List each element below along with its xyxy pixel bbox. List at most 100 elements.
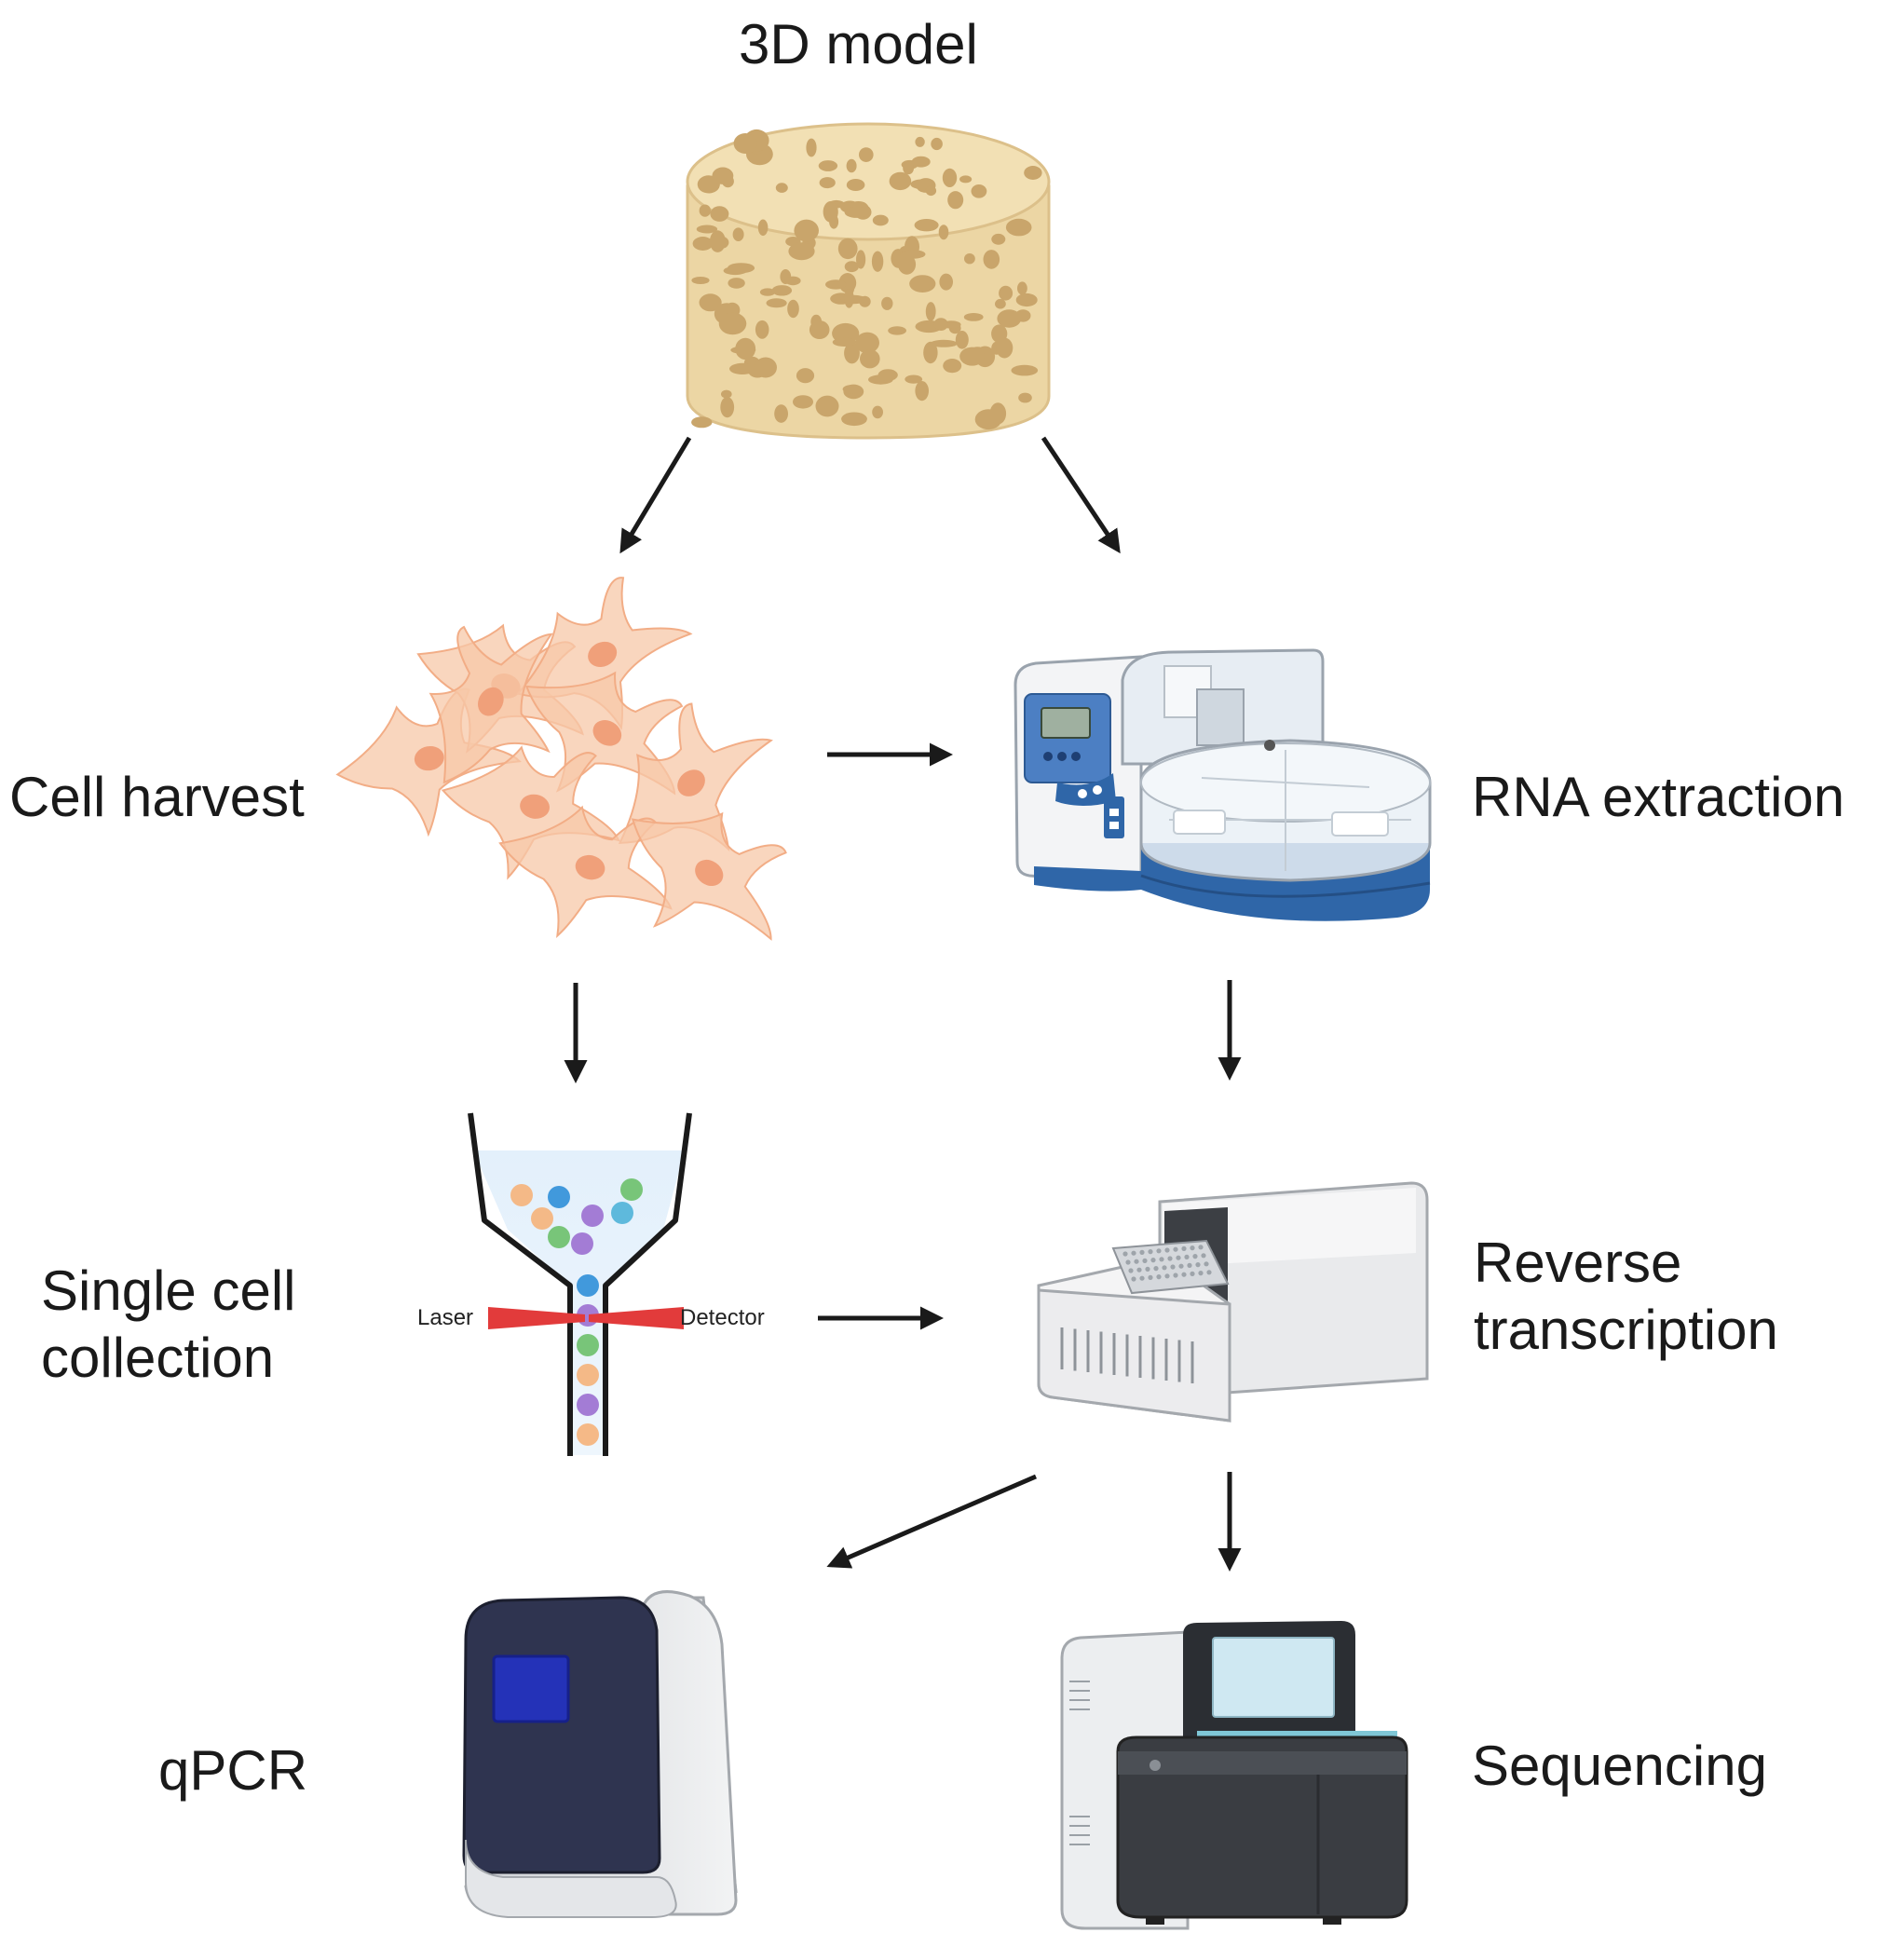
scaffold-pore — [860, 349, 880, 369]
scaffold-pore — [903, 162, 914, 175]
scaffold-pore — [733, 133, 757, 154]
sorter-cell — [611, 1202, 633, 1224]
scaffold-pore — [723, 266, 747, 276]
scaffold-pore — [923, 341, 938, 364]
scaffold-pore — [925, 185, 937, 197]
label-single-cell-line1: Single cell — [41, 1259, 296, 1322]
scaffold-pore — [959, 347, 985, 366]
scaffold-pore — [825, 279, 847, 290]
scaffold-pore — [757, 219, 769, 237]
scaffold-pore — [999, 285, 1014, 301]
scaffold-pore — [955, 331, 969, 349]
sequencer-instrument — [1060, 1621, 1408, 1930]
laser-beam — [488, 1307, 585, 1329]
cell — [498, 805, 673, 939]
scaffold-pore — [897, 253, 917, 275]
scaffold-pore — [832, 337, 857, 347]
arrow-reverse-transcription-to-qpcr — [826, 1474, 1037, 1569]
scaffold-pore — [925, 302, 936, 321]
scaffold-pore — [809, 320, 830, 339]
scaffold-pore — [914, 219, 939, 232]
scaffold-pore — [1011, 364, 1039, 376]
scaffold-pore — [728, 278, 745, 289]
scaffold-pore — [930, 339, 958, 347]
qpcr-instrument — [462, 1590, 738, 1918]
scaffold-pore — [766, 298, 787, 308]
scaffold-pore — [910, 179, 932, 190]
label-reverse-transcription-line2: transcription — [1474, 1299, 1778, 1361]
label-single-cell-line2: collection — [41, 1327, 275, 1389]
scaffold-pore — [1018, 392, 1032, 403]
scaffold-pore — [775, 183, 788, 193]
scaffold-pore — [759, 288, 776, 296]
scaffold-pore — [844, 261, 859, 273]
scaffold-pore — [909, 275, 936, 293]
scaffold-pore — [939, 273, 953, 291]
scaffold-pore — [859, 147, 874, 163]
scaffold-pore — [915, 381, 929, 402]
scaffold-pore — [872, 214, 889, 226]
reverse-transcription-instrument — [1037, 1181, 1429, 1422]
scaffold-pore — [692, 237, 714, 251]
scaffold-pore — [844, 342, 860, 364]
scaffold-pore — [963, 313, 984, 321]
scaffold-pore — [856, 250, 866, 269]
sorter-cell — [577, 1334, 599, 1356]
scaffold-pore — [841, 412, 867, 427]
scaffold-pore — [933, 318, 948, 331]
scaffold-pore — [796, 368, 815, 384]
scaffold-pore — [774, 404, 788, 423]
scaffold-pore — [846, 158, 857, 173]
scaffold-pore — [754, 357, 778, 378]
scaffold-pore — [1017, 281, 1027, 295]
scaffold-pore — [1005, 218, 1032, 237]
scaffold-pore — [855, 332, 879, 354]
scaffold-pore — [815, 395, 839, 417]
scaffold-pore — [844, 289, 854, 308]
sorter-cell — [571, 1232, 593, 1255]
cell — [335, 687, 522, 837]
scaffold-pore — [837, 238, 858, 260]
cell-harvest-illustration — [335, 577, 787, 941]
cell — [429, 625, 553, 784]
scaffold-pore — [818, 160, 838, 171]
scaffold-pore — [915, 136, 925, 147]
scaffold-pore — [938, 225, 949, 240]
scaffold-pore — [996, 337, 1014, 359]
scaffold-pore — [794, 219, 819, 242]
scaffold-pore — [755, 320, 769, 339]
scaffold-pore — [710, 206, 729, 222]
scaffold-pore — [806, 138, 817, 157]
rna-extraction-instrument — [1014, 648, 1432, 921]
scaffold-pore — [788, 242, 815, 261]
scaffold-pore — [699, 293, 722, 312]
scaffold-pore — [943, 359, 962, 374]
scaffold-pore — [959, 175, 973, 184]
scaffold-pore — [888, 326, 906, 335]
scaffold-pore — [1014, 309, 1031, 322]
scaffold-pore — [712, 167, 734, 184]
sorter-cell — [581, 1205, 604, 1227]
sorter-cell — [531, 1207, 553, 1230]
scaffold-pore — [823, 201, 838, 223]
scaffold-pore — [995, 298, 1006, 309]
scaffold-pore — [720, 397, 735, 418]
detector-label: Detector — [680, 1305, 765, 1330]
scaffold-pore — [819, 177, 836, 189]
scaffold-pore — [997, 309, 1022, 328]
scaffold-pore — [872, 405, 883, 419]
detector-beam — [589, 1307, 684, 1329]
arrows — [564, 436, 1242, 1572]
scaffold-pore — [971, 184, 987, 198]
scaffold-pore — [721, 389, 732, 399]
scaffold-pore — [877, 369, 898, 381]
label-sequencing: Sequencing — [1472, 1735, 1767, 1797]
scaffold-pore — [793, 395, 813, 409]
scaffold-pore — [991, 233, 1006, 245]
laser-label: Laser — [417, 1305, 473, 1330]
scaffold-pore — [718, 312, 747, 335]
scaffold-pore — [771, 285, 793, 296]
scaffold-pore — [983, 250, 1000, 269]
